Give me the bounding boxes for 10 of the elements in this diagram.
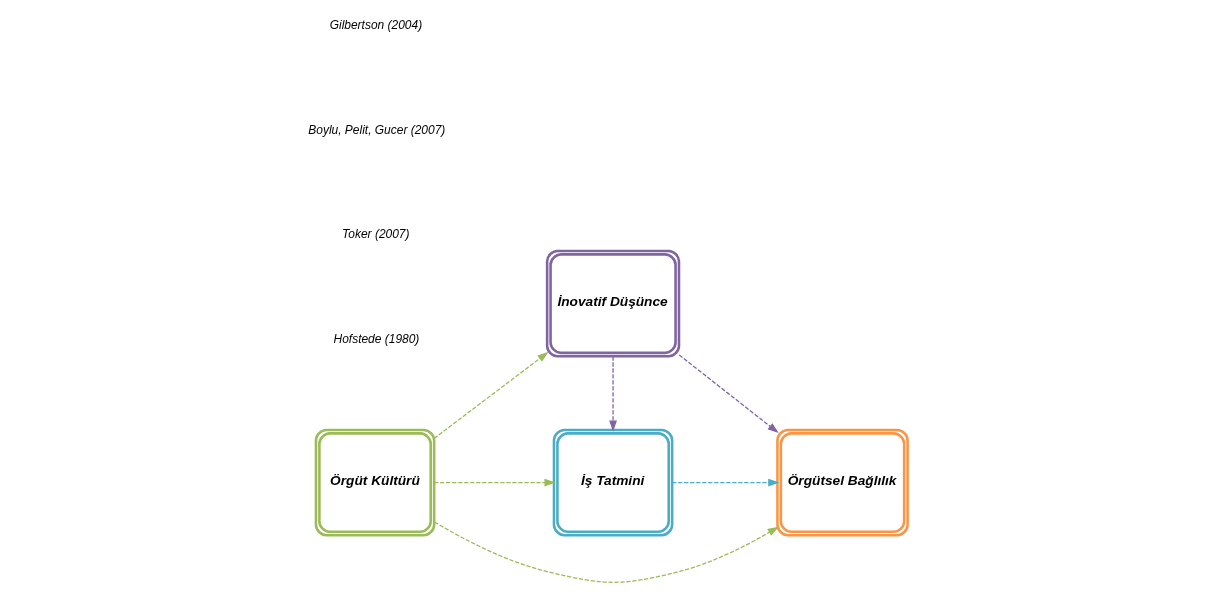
label: Toker (2007) [342,227,410,242]
arrow [671,478,780,487]
arrow [609,355,617,432]
arrow [433,478,556,487]
label: Gilbertson (2004) [329,18,423,33]
label: Hofstede (1980) [333,331,420,346]
label: Boylu, Pelit, Gucer (2007) [308,122,446,137]
arrow [433,351,549,439]
arrow [678,354,779,434]
arrow [433,521,779,583]
